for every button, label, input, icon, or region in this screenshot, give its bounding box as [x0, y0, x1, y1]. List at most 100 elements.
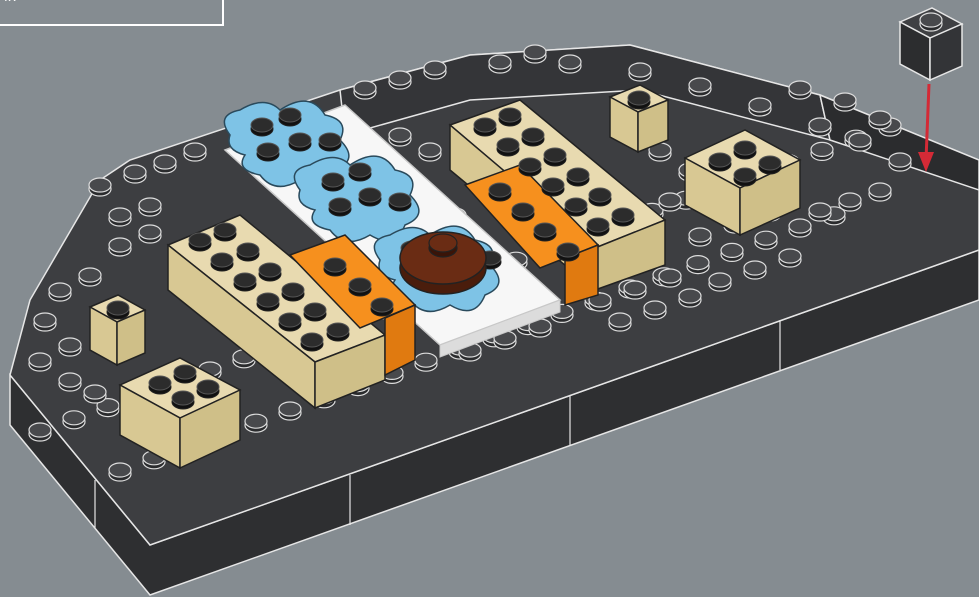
stud — [154, 155, 176, 173]
stud — [259, 263, 281, 281]
stud — [644, 301, 666, 319]
stud — [149, 376, 171, 394]
stud — [889, 153, 911, 171]
stud — [612, 208, 634, 226]
stud — [474, 118, 496, 136]
stud — [251, 118, 273, 136]
stud — [214, 223, 236, 241]
stud — [519, 158, 541, 176]
stud — [659, 193, 681, 211]
stud — [869, 111, 891, 129]
stud — [534, 223, 556, 241]
stud — [567, 168, 589, 186]
stud — [557, 243, 579, 261]
stud — [659, 269, 681, 287]
stud — [565, 198, 587, 216]
stud — [139, 198, 161, 216]
stud — [34, 313, 56, 331]
stud — [679, 289, 701, 307]
stud — [744, 261, 766, 279]
stud — [587, 218, 609, 236]
stud — [327, 323, 349, 341]
stud — [279, 108, 301, 126]
stud — [499, 108, 521, 126]
stud — [689, 78, 711, 96]
stud — [349, 278, 371, 296]
stud — [371, 298, 393, 316]
stud — [524, 45, 546, 63]
stud — [849, 133, 871, 151]
stud — [197, 380, 219, 398]
stud — [359, 188, 381, 206]
stud — [184, 143, 206, 161]
stud — [124, 165, 146, 183]
stud — [237, 243, 259, 261]
stud — [389, 193, 411, 211]
stud — [174, 365, 196, 383]
stud — [811, 142, 833, 160]
stud — [109, 463, 131, 481]
stud — [709, 153, 731, 171]
stud — [107, 301, 129, 319]
stud — [789, 219, 811, 237]
stud — [189, 233, 211, 251]
stud — [289, 133, 311, 151]
stud — [109, 208, 131, 226]
stud — [489, 55, 511, 73]
stud — [609, 313, 631, 331]
stud — [789, 81, 811, 99]
stud — [322, 173, 344, 191]
stud — [301, 333, 323, 351]
stud — [172, 391, 194, 409]
stud — [211, 253, 233, 271]
stud — [542, 178, 564, 196]
stud — [419, 143, 441, 161]
stud — [84, 385, 106, 403]
stud — [59, 338, 81, 356]
stud — [629, 63, 651, 81]
stud — [522, 128, 544, 146]
stud — [319, 133, 341, 151]
stud — [689, 228, 711, 246]
stud — [29, 353, 51, 371]
stud — [424, 61, 446, 79]
brown-round-plate — [400, 232, 486, 294]
stud — [89, 178, 111, 196]
stud — [839, 193, 861, 211]
stud — [734, 168, 756, 186]
stud — [109, 238, 131, 256]
stud — [869, 183, 891, 201]
stud — [257, 143, 279, 161]
stud — [59, 373, 81, 391]
stud — [245, 414, 267, 432]
stud — [415, 353, 437, 371]
stud — [389, 128, 411, 146]
stud — [329, 198, 351, 216]
stud — [544, 148, 566, 166]
stud — [79, 268, 101, 286]
stud — [834, 93, 856, 111]
stud — [279, 402, 301, 420]
stud — [389, 71, 411, 89]
stud — [497, 138, 519, 156]
stud — [304, 303, 326, 321]
stud — [589, 188, 611, 206]
stud — [755, 231, 777, 249]
stud — [512, 203, 534, 221]
stud — [139, 225, 161, 243]
stud — [709, 273, 731, 291]
stud — [354, 81, 376, 99]
stud — [721, 243, 743, 261]
stud — [809, 203, 831, 221]
stud — [489, 183, 511, 201]
stud — [809, 118, 831, 136]
stud — [349, 163, 371, 181]
stud — [279, 313, 301, 331]
stud — [324, 258, 346, 276]
stud — [29, 423, 51, 441]
stud — [734, 141, 756, 159]
stud — [63, 411, 85, 429]
stud — [749, 98, 771, 116]
stud — [624, 281, 646, 299]
